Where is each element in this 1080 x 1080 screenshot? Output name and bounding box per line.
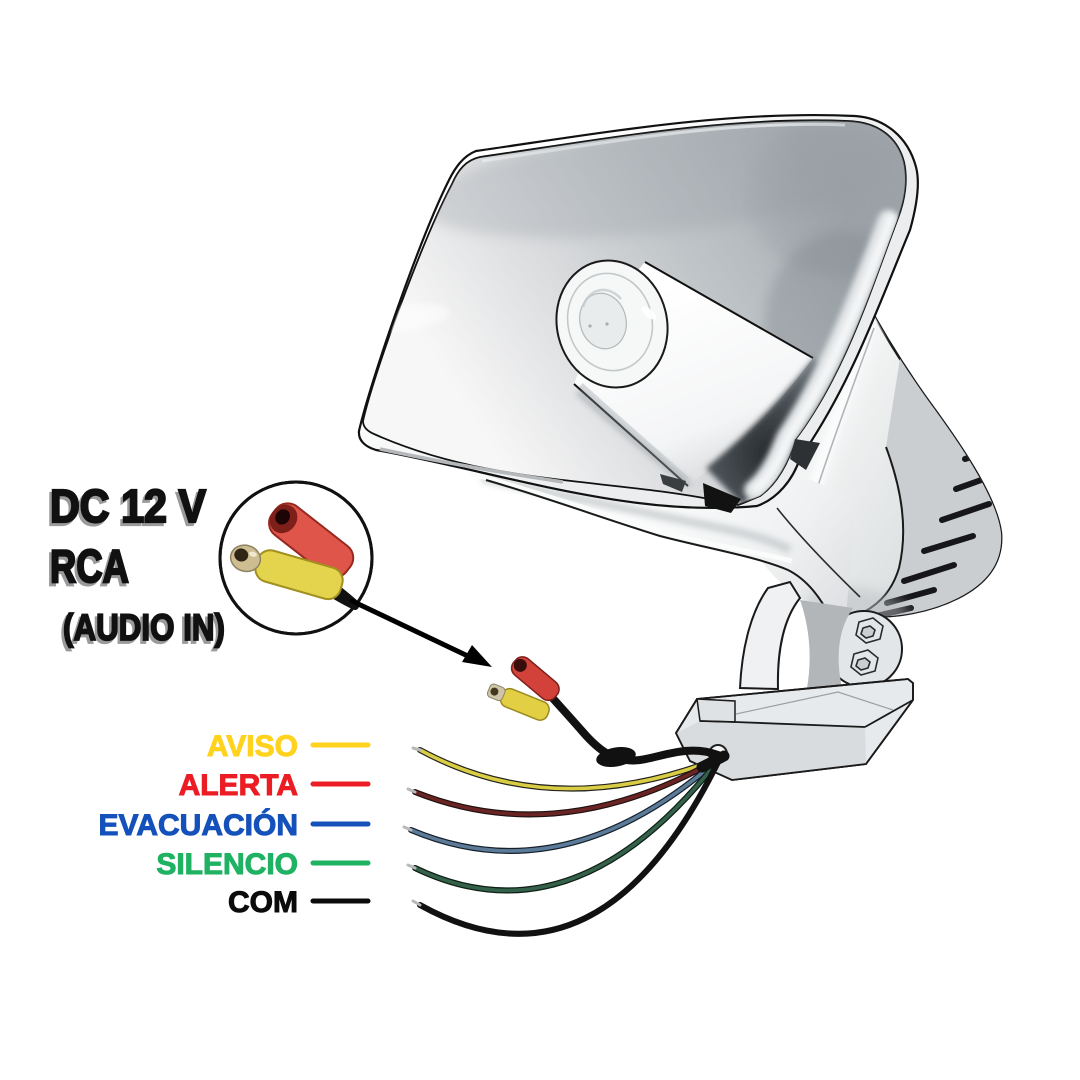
svg-text:(AUDIO IN): (AUDIO IN) (61, 610, 223, 651)
svg-text:ALERTA: ALERTA (179, 769, 298, 802)
svg-text:RCA: RCA (48, 543, 127, 595)
svg-text:AVISO: AVISO (207, 730, 298, 763)
svg-text:RCA: RCA (50, 540, 129, 592)
svg-text:SILENCIO: SILENCIO (156, 848, 298, 881)
svg-text:DC 12 V: DC 12 V (50, 480, 206, 532)
svg-text:EVACUACIÓN: EVACUACIÓN (99, 808, 298, 842)
svg-text:(AUDIO IN): (AUDIO IN) (63, 607, 225, 648)
svg-text:COM: COM (228, 886, 298, 919)
svg-text:DC 12 V: DC 12 V (48, 483, 204, 535)
